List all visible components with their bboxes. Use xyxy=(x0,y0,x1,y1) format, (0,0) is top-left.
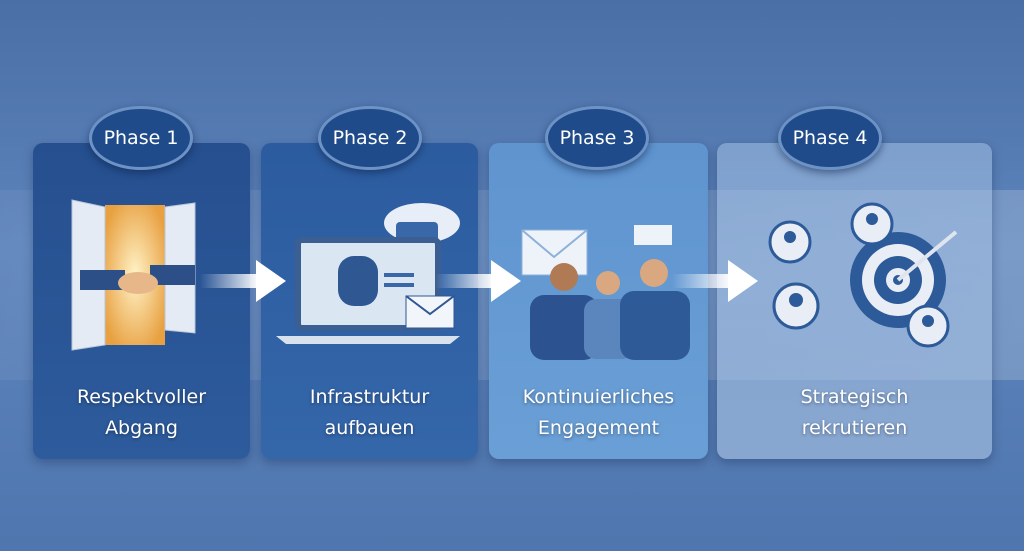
phase-3-title: Kontinuierliches Engagement xyxy=(489,382,708,444)
phase-4-badge: Phase 4 xyxy=(778,106,882,170)
phase-3-badge: Phase 3 xyxy=(545,106,649,170)
phase-4-title-line2: rekrutieren xyxy=(801,417,908,439)
phase-4-title: Strategisch rekrutieren xyxy=(717,382,992,444)
phase-4-title-line1: Strategisch xyxy=(800,386,909,408)
arrow-right-icon xyxy=(672,260,758,302)
phase-1-title-line1: Respektvoller xyxy=(76,386,207,408)
phase-2-badge: Phase 2 xyxy=(318,106,422,170)
target-recruit-icon xyxy=(768,202,958,348)
phase-1-title-line2: Abgang xyxy=(105,417,178,439)
phase-1-title: Respektvoller Abgang xyxy=(33,382,250,444)
team-communication-icon xyxy=(521,225,690,360)
door-handshake-icon xyxy=(71,199,196,351)
phase-2-title: Infrastruktur aufbauen xyxy=(261,382,478,444)
phase-3-title-line1: Kontinuierliches xyxy=(522,386,675,408)
arrow-right-icon xyxy=(200,260,286,302)
phase-2-title-line1: Infrastruktur xyxy=(309,386,430,408)
phase-2-title-line2: aufbauen xyxy=(324,417,415,439)
arrow-right-icon xyxy=(435,260,521,302)
phase-4-panel xyxy=(717,143,992,459)
phase-3-title-line2: Engagement xyxy=(537,417,660,439)
phase-1-badge: Phase 1 xyxy=(89,106,193,170)
